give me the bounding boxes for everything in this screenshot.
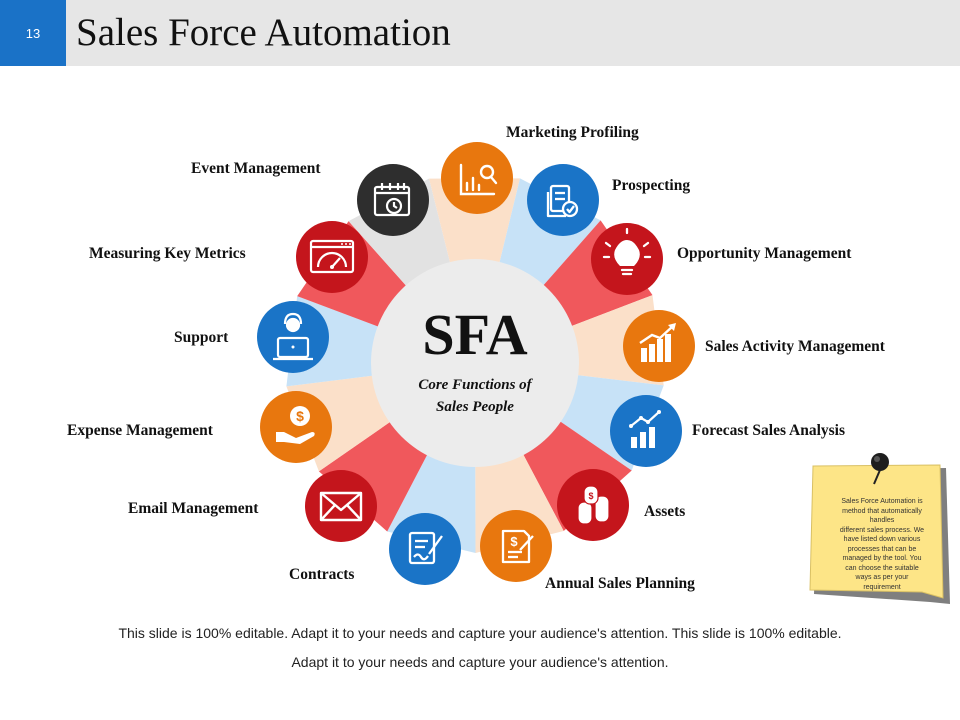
center-subtitle-line1: Core Functions of: [418, 377, 532, 393]
label-prospecting: Prospecting: [612, 177, 691, 194]
label-email-management: Email Management: [128, 500, 259, 517]
icon-measuring-key-metrics: [296, 221, 368, 293]
slide-number: 13: [0, 0, 66, 66]
footer-line2: Adapt it to your needs and capture your …: [291, 654, 669, 670]
label-expense-management: Expense Management: [67, 422, 213, 439]
center-subtitle: Core Functions of Sales People: [375, 374, 575, 418]
label-marketing-profiling: Marketing Profiling: [506, 124, 639, 141]
label-annual-sales-planning: Annual Sales Planning: [545, 575, 695, 592]
note-text: Sales Force Automation is method that au…: [839, 498, 925, 591]
svg-text:$: $: [588, 491, 593, 501]
icon-marketing-profiling: [441, 142, 513, 214]
icon-annual-sales-planning: $: [480, 510, 552, 582]
icon-expense-management: $: [260, 391, 332, 463]
icon-support: [257, 301, 329, 373]
center-circle: [371, 259, 579, 467]
icon-event-management: [357, 164, 429, 236]
icon-prospecting: [527, 164, 599, 236]
icon-forecast-sales-analysis: [610, 395, 682, 467]
label-assets: Assets: [644, 503, 686, 520]
icon-assets: $: [557, 469, 629, 541]
icon-contracts: [389, 513, 461, 585]
icon-sales-activity-management: [623, 310, 695, 382]
svg-text:$: $: [296, 408, 304, 424]
label-support: Support: [174, 329, 229, 346]
label-opportunity-management: Opportunity Management: [677, 245, 852, 262]
label-measuring-key-metrics: Measuring Key Metrics: [89, 245, 246, 262]
label-event-management: Event Management: [191, 160, 321, 177]
slide-title: Sales Force Automation: [76, 11, 451, 54]
center-title: SFA: [422, 302, 528, 367]
pushpin-icon: [871, 453, 889, 485]
header-bar: [0, 0, 960, 66]
label-sales-activity-management: Sales Activity Management: [705, 338, 885, 355]
sticky-note: [809, 453, 950, 604]
label-forecast-sales-analysis: Forecast Sales Analysis: [692, 422, 845, 439]
label-contracts: Contracts: [289, 566, 355, 583]
icon-email-management: [305, 470, 377, 542]
center-subtitle-line2: Sales People: [436, 399, 514, 415]
footer-line1: This slide is 100% editable. Adapt it to…: [118, 625, 842, 641]
svg-text:$: $: [510, 534, 518, 549]
icon-opportunity-management: [591, 223, 663, 295]
